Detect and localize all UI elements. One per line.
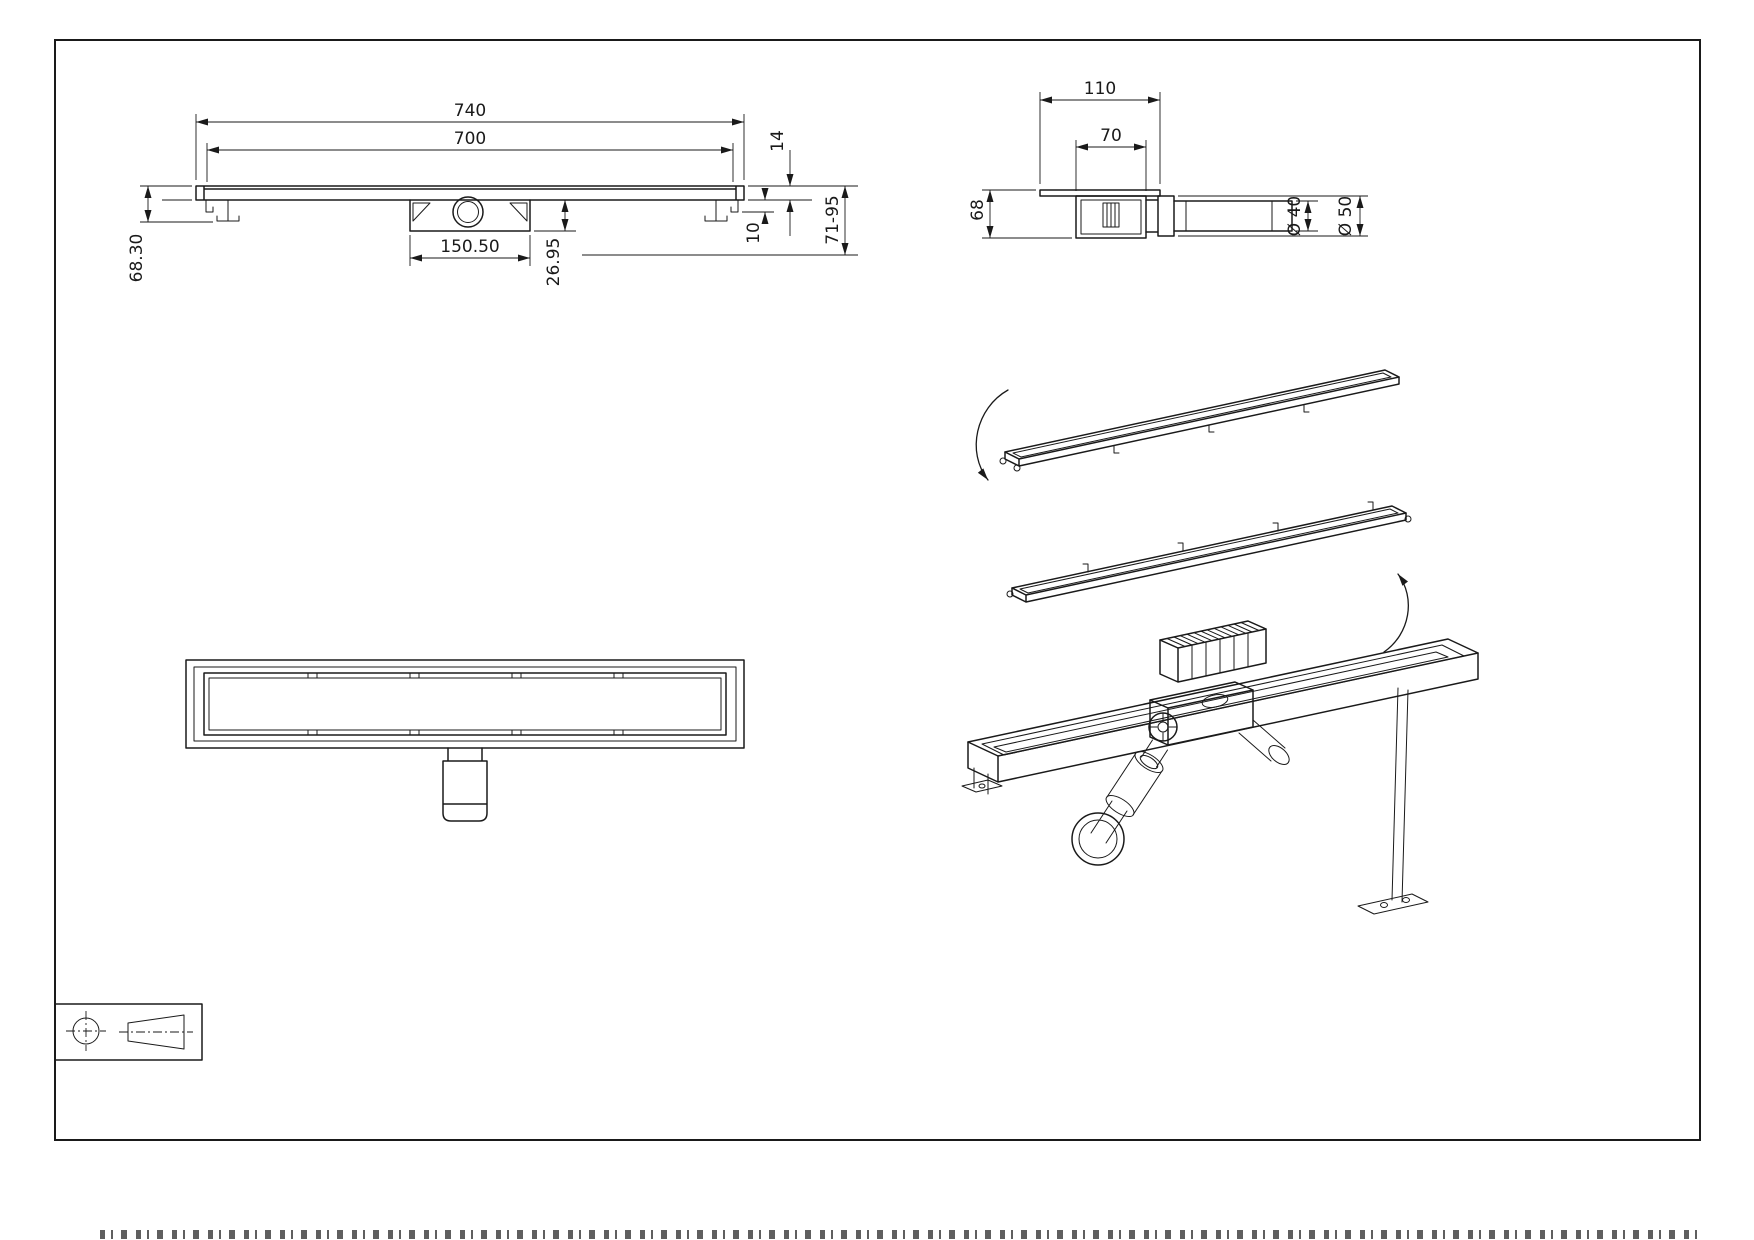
dim-740-label: 740 (454, 101, 486, 121)
rotate-arrow-left (975, 389, 1009, 481)
iso-drain-trap (1148, 681, 1254, 746)
dim-height-range: 71-95 (582, 185, 858, 256)
plan-outlet-pipe (442, 747, 488, 822)
dim-trap-width: 150.50 (409, 235, 531, 266)
dim-150-50-label: 150.50 (440, 237, 499, 257)
end-view: 110 70 68 Ø 40 Ø 50 (968, 79, 1368, 239)
dim-10-label: 10 (744, 222, 764, 244)
dim-68-30-label: 68.30 (127, 234, 147, 283)
dim-110-label: 110 (1084, 79, 1116, 99)
dim-d40-label: Ø 40 (1285, 196, 1305, 236)
end-profile (1039, 189, 1293, 239)
dim-hook-height: 10 (742, 188, 774, 244)
dim-d50-label: Ø 50 (1336, 196, 1356, 236)
channel-profile (195, 185, 745, 232)
dim-68-label: 68 (968, 199, 988, 221)
iso-channel-body (961, 638, 1479, 915)
dim-total-height: 68.30 (127, 185, 213, 283)
dim-coupling-od: Ø 50 (1178, 195, 1368, 237)
dim-26-95-label: 26.95 (544, 238, 564, 287)
iso-outlet-pipes (1071, 719, 1290, 866)
iso-grate-cover (999, 369, 1400, 472)
rotate-arrow-right (1383, 573, 1409, 653)
dim-end-height: 68 (968, 189, 1072, 239)
iso-left-foot (961, 767, 1003, 795)
iso-cleanout-cap (1071, 812, 1125, 866)
dim-trap-depth: 26.95 (534, 200, 576, 286)
dim-pipe-od: Ø 40 (1285, 196, 1318, 236)
dim-inner-length: 700 (206, 129, 734, 182)
dim-grate-thickness: 14 (748, 130, 812, 236)
dim-outer-length: 740 (195, 101, 745, 180)
iso-sealing-insert (1159, 620, 1267, 683)
iso-frame-strip (1006, 501, 1412, 603)
isometric-exploded-view (961, 369, 1479, 915)
front-view: 740 700 14 10 71-95 68.30 (127, 101, 858, 286)
dim-body-width: 70 (1075, 126, 1147, 191)
drawing-frame (54, 39, 1701, 1141)
projection-symbol (55, 1003, 203, 1061)
projection-cone-icon (127, 1014, 185, 1050)
dim-flange-width: 110 (1039, 79, 1161, 184)
plan-view (185, 659, 745, 822)
dim-14-label: 14 (768, 130, 788, 152)
grate-clips (307, 672, 624, 736)
dim-700-label: 700 (454, 129, 486, 149)
cropped-text-strip (100, 1230, 1700, 1239)
dim-70-label: 70 (1100, 126, 1122, 146)
rotation-arrows (975, 389, 1409, 653)
iso-right-foot (1357, 687, 1429, 915)
dim-71-95-label: 71-95 (823, 195, 843, 244)
